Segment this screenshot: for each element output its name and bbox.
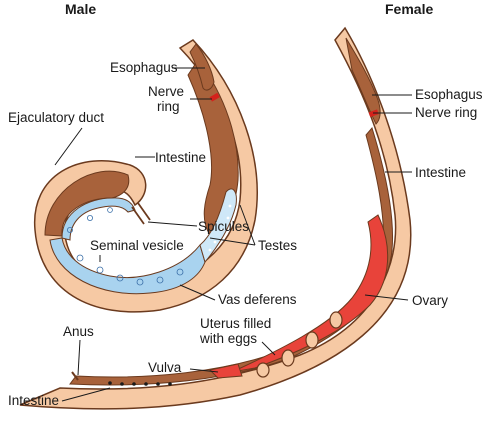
male-testes-label: Testes — [258, 238, 297, 253]
male-testes-cells — [208, 204, 232, 252]
male-nerve-ring-label-1: Nerve — [148, 84, 184, 99]
male-nerve-ring — [209, 92, 220, 102]
female-vulva — [208, 363, 243, 379]
female-esophagus-label: Esophagus — [415, 87, 483, 102]
female-vulva-label: Vulva — [148, 360, 182, 375]
egg — [281, 349, 295, 367]
female-esophagus — [345, 37, 381, 125]
male-esophagus-label: Esophagus — [110, 60, 178, 75]
female-ovary-label: Ovary — [412, 293, 448, 308]
female-anus-label: Anus — [63, 324, 94, 339]
female-worm — [19, 26, 412, 410]
leader-lines — [54, 67, 412, 402]
male-intestine-label: Intestine — [155, 150, 206, 165]
egg — [305, 331, 319, 349]
male-nerve-ring-label-2: ring — [157, 99, 180, 114]
male-spicules — [131, 202, 151, 225]
male-ejaculatory-duct-label: Ejaculatory duct — [8, 110, 104, 125]
egg — [329, 311, 343, 329]
female-rectum-cells — [108, 381, 172, 386]
female-title: Female — [385, 1, 433, 17]
male-spicules-label: Spicules — [198, 219, 249, 234]
male-worm — [34, 39, 258, 313]
female-anus — [71, 371, 79, 381]
female-eggs — [256, 311, 343, 378]
male-seminal-vesicle-label: Seminal vesicle — [90, 238, 184, 253]
female-uterus-label-1: Uterus filled — [200, 316, 271, 331]
male-body-wall — [34, 39, 258, 313]
egg — [256, 362, 270, 378]
male-vas-deferens-label: Vas deferens — [218, 292, 297, 307]
female-uterus-label-2: with eggs — [199, 331, 257, 346]
male-sperm-cells — [67, 207, 184, 286]
male-esophagus — [189, 43, 215, 91]
female-intestine-lower-label: Intestine — [8, 393, 59, 408]
male-title: Male — [65, 1, 96, 17]
female-nerve-ring-label: Nerve ring — [415, 105, 477, 120]
female-intestine-label: Intestine — [415, 165, 466, 180]
male-ejaculatory-duct — [61, 197, 136, 241]
female-body-wall — [19, 26, 412, 410]
